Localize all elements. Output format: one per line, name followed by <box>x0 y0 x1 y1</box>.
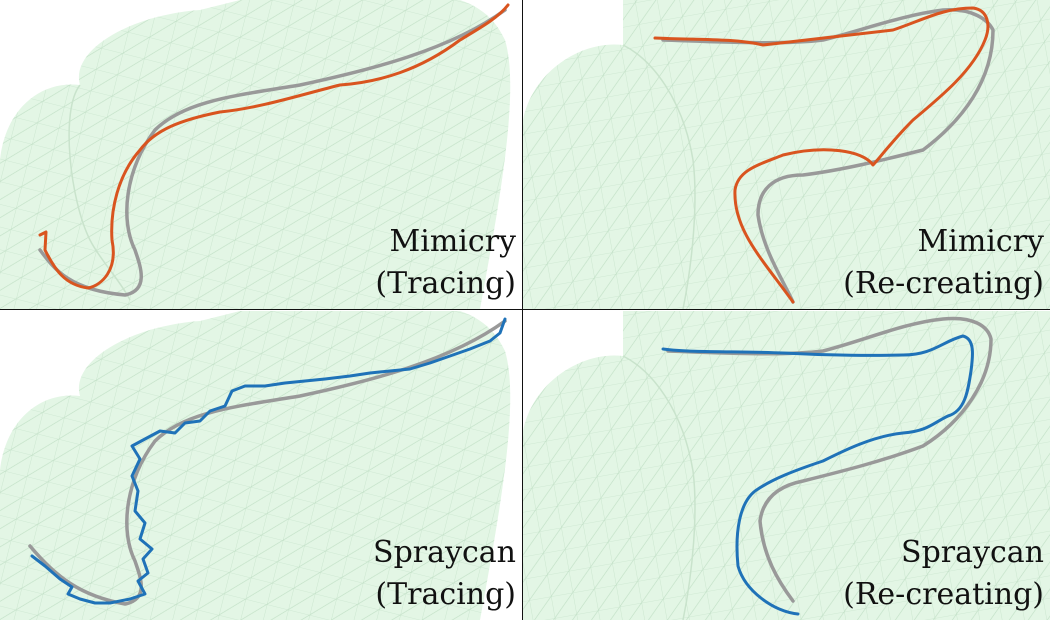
user-stroke <box>653 6 990 304</box>
mesh-render <box>523 0 1050 309</box>
task-label: (Tracing) <box>375 266 516 301</box>
mesh-render <box>523 311 1050 620</box>
method-label: Spraycan <box>901 535 1044 570</box>
mesh-render <box>0 311 511 620</box>
panel-label: Mimicry (Tracing) <box>375 221 516 305</box>
user-stroke <box>38 3 510 290</box>
task-label: (Tracing) <box>375 577 516 612</box>
panel-label: Spraycan (Tracing) <box>373 532 516 616</box>
panel-mimicry-recreating: Mimicry (Re-creating) <box>523 0 1050 309</box>
reference-curve <box>666 316 993 603</box>
panel-label: Spraycan (Re-creating) <box>843 532 1044 616</box>
task-label: (Re-creating) <box>843 266 1044 301</box>
task-label: (Re-creating) <box>843 577 1044 612</box>
reference-curve <box>38 8 507 297</box>
panel-spraycan-tracing: Spraycan (Tracing) <box>0 311 522 620</box>
user-stroke <box>661 334 975 616</box>
horizontal-divider <box>0 309 1050 310</box>
mesh-wireframe <box>523 311 1050 620</box>
panel-mimicry-tracing: Mimicry (Tracing) <box>0 0 522 309</box>
user-stroke <box>30 317 507 605</box>
panel-label: Mimicry (Re-creating) <box>843 221 1044 305</box>
method-label: Spraycan <box>373 535 516 570</box>
reference-curve <box>661 8 995 304</box>
reference-curve <box>28 319 507 606</box>
method-label: Mimicry <box>917 224 1044 259</box>
mesh-render <box>0 0 511 309</box>
vertical-divider <box>522 0 523 620</box>
panel-spraycan-recreating: Spraycan (Re-creating) <box>523 311 1050 620</box>
method-label: Mimicry <box>389 224 516 259</box>
